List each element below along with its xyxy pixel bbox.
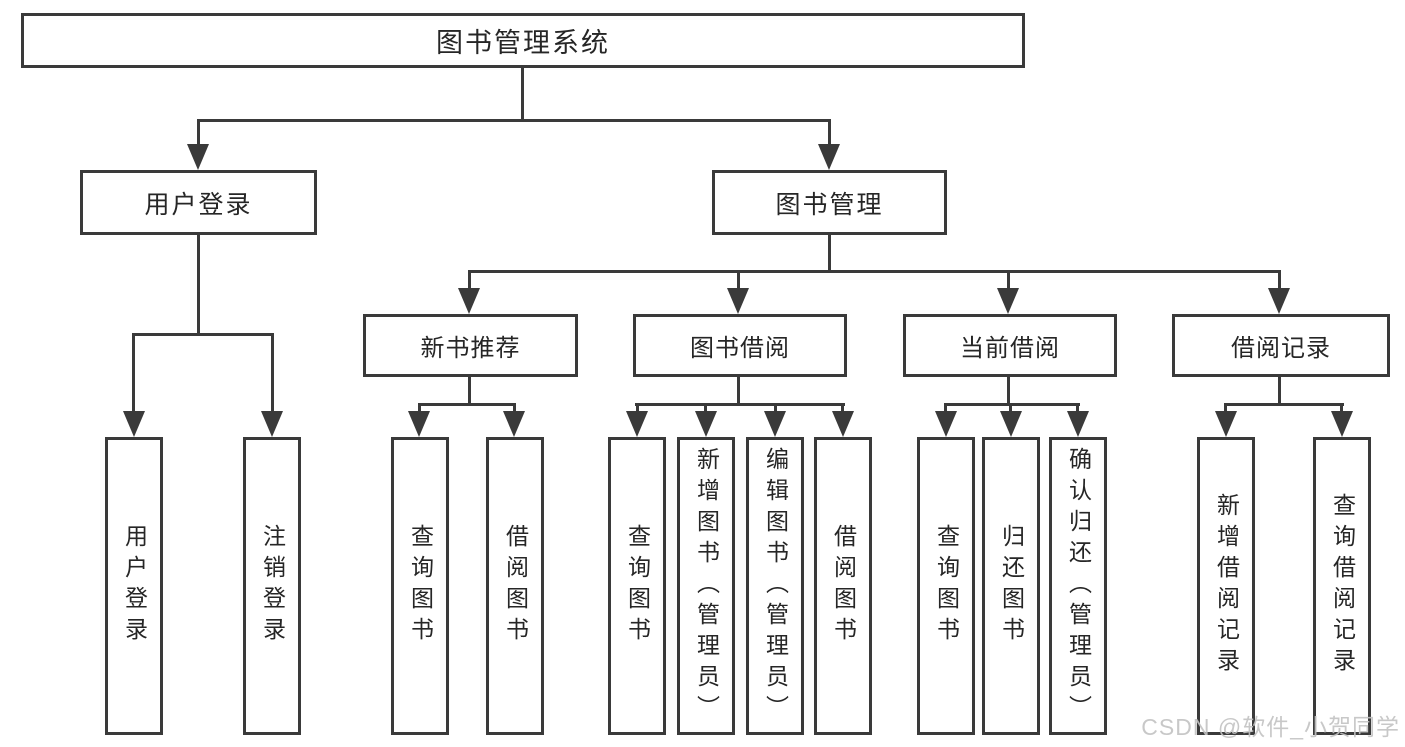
connector-stub bbox=[704, 403, 707, 413]
leaf-bb-borrow-books-label: 借阅图书 bbox=[830, 524, 857, 648]
connector-stub bbox=[1076, 403, 1079, 413]
connector-stub bbox=[418, 403, 421, 413]
node-book-borrowing: 图书借阅 bbox=[633, 314, 847, 377]
arrowhead-icon bbox=[1215, 411, 1237, 437]
connector-book-borrow-vertical bbox=[737, 377, 740, 405]
connector-stub bbox=[513, 403, 516, 413]
leaf-cb-confirm-return-admin: 确认归还（管理员） bbox=[1049, 437, 1107, 735]
arrowhead-icon bbox=[123, 411, 145, 437]
connector-book-borrow-horizontal bbox=[635, 403, 845, 406]
arrowhead-icon bbox=[832, 411, 854, 437]
leaf-bb-edit-books-admin: 编辑图书（管理员） bbox=[746, 437, 804, 735]
leaf-logout-label: 注销登录 bbox=[259, 524, 286, 648]
leaf-bb-add-books-admin: 新增图书（管理员） bbox=[677, 437, 735, 735]
arrowhead-icon bbox=[626, 411, 648, 437]
connector-stub bbox=[774, 403, 777, 413]
node-new-book-recommend: 新书推荐 bbox=[363, 314, 578, 377]
node-book-borrowing-label: 图书借阅 bbox=[690, 335, 790, 362]
arrowhead-icon bbox=[1000, 411, 1022, 437]
connector-stub bbox=[1009, 403, 1012, 413]
connector-root-to-user-login bbox=[197, 119, 200, 146]
connector-stub bbox=[944, 403, 947, 413]
connector-root-to-book-mgmt bbox=[828, 119, 831, 146]
watermark: CSDN @软件_小贺同学 bbox=[1141, 714, 1400, 740]
leaf-nb-query-books: 查询图书 bbox=[391, 437, 449, 735]
node-current-borrowing: 当前借阅 bbox=[903, 314, 1117, 377]
leaf-bb-query-books-label: 查询图书 bbox=[624, 524, 651, 648]
leaf-cb-confirm-return-admin-label: 确认归还（管理员） bbox=[1065, 446, 1092, 726]
arrowhead-icon bbox=[187, 144, 209, 170]
arrowhead-icon bbox=[458, 288, 480, 314]
connector-borrow-record-vertical bbox=[1278, 377, 1281, 405]
connector-to-new-book bbox=[468, 270, 471, 291]
leaf-bb-edit-books-admin-label: 编辑图书（管理员） bbox=[762, 446, 789, 726]
leaf-cb-return-books: 归还图书 bbox=[982, 437, 1040, 735]
leaf-bb-query-books: 查询图书 bbox=[608, 437, 666, 735]
connector-to-current-borrow bbox=[1007, 270, 1010, 291]
connector-to-book-borrow bbox=[737, 270, 740, 291]
node-borrowing-records-label: 借阅记录 bbox=[1231, 335, 1331, 362]
arrowhead-icon bbox=[503, 411, 525, 437]
leaf-cb-query-books-label: 查询图书 bbox=[933, 524, 960, 648]
arrowhead-icon bbox=[1067, 411, 1089, 437]
node-root-system: 图书管理系统 bbox=[21, 13, 1025, 68]
connector-user-login-horizontal bbox=[132, 333, 274, 336]
arrowhead-icon bbox=[1268, 288, 1290, 314]
connector-new-book-horizontal bbox=[418, 403, 516, 406]
arrowhead-icon bbox=[695, 411, 717, 437]
leaf-nb-borrow-books-label: 借阅图书 bbox=[502, 524, 529, 648]
arrowhead-icon bbox=[408, 411, 430, 437]
arrowhead-icon bbox=[818, 144, 840, 170]
connector-stub bbox=[841, 403, 844, 413]
leaf-br-add-record-label: 新增借阅记录 bbox=[1213, 493, 1240, 679]
leaf-user-login: 用户登录 bbox=[105, 437, 163, 735]
leaf-bb-add-books-admin-label: 新增图书（管理员） bbox=[693, 446, 720, 726]
leaf-nb-borrow-books: 借阅图书 bbox=[486, 437, 544, 735]
arrowhead-icon bbox=[261, 411, 283, 437]
leaf-bb-borrow-books: 借阅图书 bbox=[814, 437, 872, 735]
connector-to-leaf-logout bbox=[271, 333, 274, 414]
connector-root-horizontal bbox=[197, 119, 831, 122]
leaf-br-add-record: 新增借阅记录 bbox=[1197, 437, 1255, 735]
node-new-book-recommend-label: 新书推荐 bbox=[420, 335, 521, 362]
connector-to-leaf-user-login bbox=[132, 333, 135, 414]
connector-root-vertical bbox=[521, 68, 524, 121]
arrowhead-icon bbox=[727, 288, 749, 314]
connector-borrow-record-horizontal bbox=[1224, 403, 1344, 406]
node-user-login: 用户登录 bbox=[80, 170, 317, 235]
arrowhead-icon bbox=[997, 288, 1019, 314]
connector-current-borrow-horizontal bbox=[944, 403, 1080, 406]
arrowhead-icon bbox=[1331, 411, 1353, 437]
leaf-br-query-record: 查询借阅记录 bbox=[1313, 437, 1371, 735]
leaf-cb-query-books: 查询图书 bbox=[917, 437, 975, 735]
connector-new-book-vertical bbox=[468, 377, 471, 405]
node-user-login-label: 用户登录 bbox=[144, 190, 253, 219]
connector-book-mgmt-horizontal bbox=[468, 270, 1281, 273]
connector-stub bbox=[1224, 403, 1227, 413]
leaf-logout: 注销登录 bbox=[243, 437, 301, 735]
connector-user-login-vertical bbox=[197, 235, 200, 335]
node-current-borrowing-label: 当前借阅 bbox=[960, 335, 1060, 362]
node-root-label: 图书管理系统 bbox=[436, 28, 610, 58]
connector-to-borrow-record bbox=[1278, 270, 1281, 291]
connector-current-borrow-vertical bbox=[1007, 377, 1010, 405]
leaf-nb-query-books-label: 查询图书 bbox=[407, 524, 434, 648]
connector-stub bbox=[636, 403, 639, 413]
leaf-cb-return-books-label: 归还图书 bbox=[998, 524, 1025, 648]
leaf-user-login-label: 用户登录 bbox=[121, 524, 148, 648]
connector-stub bbox=[1340, 403, 1343, 413]
node-borrowing-records: 借阅记录 bbox=[1172, 314, 1390, 377]
node-book-management-label: 图书管理 bbox=[775, 190, 884, 219]
leaf-br-query-record-label: 查询借阅记录 bbox=[1329, 493, 1356, 679]
arrowhead-icon bbox=[935, 411, 957, 437]
node-book-management: 图书管理 bbox=[712, 170, 947, 235]
connector-book-mgmt-vertical bbox=[828, 235, 831, 273]
arrowhead-icon bbox=[764, 411, 786, 437]
